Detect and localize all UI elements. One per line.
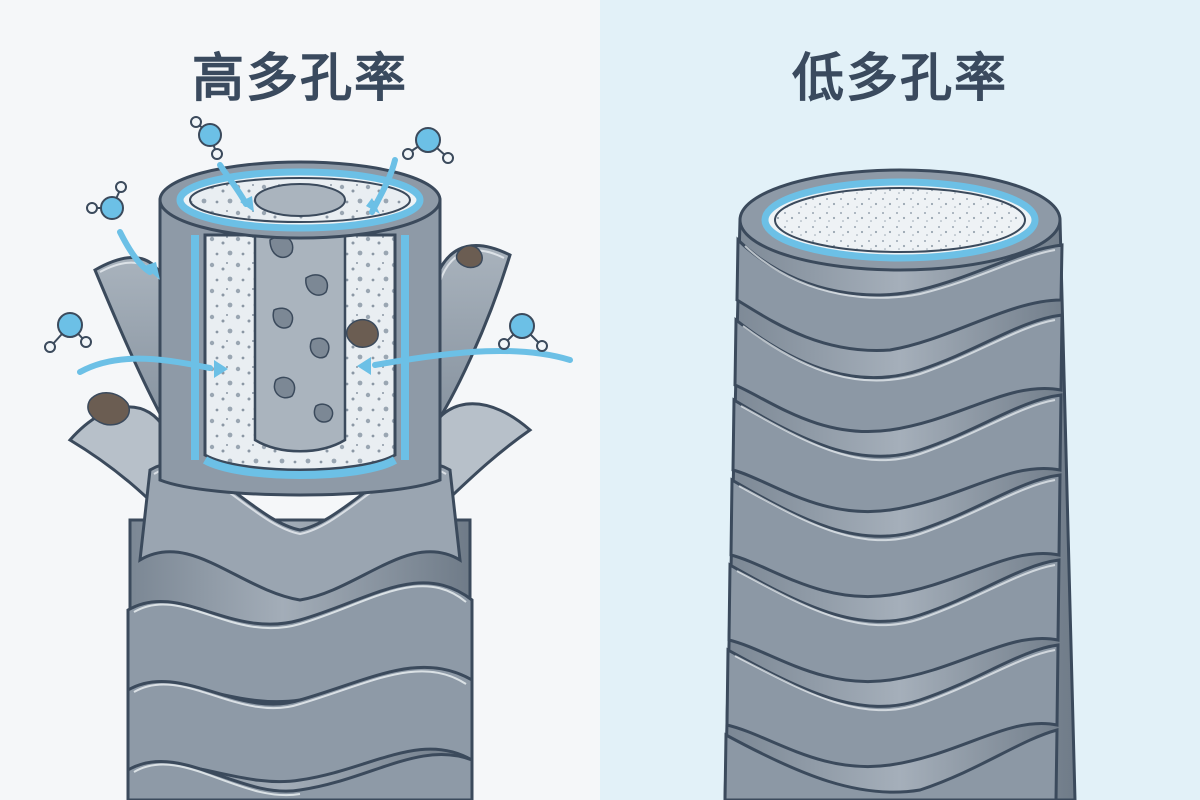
high-porosity-panel: 高多孔率 xyxy=(44,49,573,800)
sealed-cross-section xyxy=(738,168,1062,272)
flat-cuticle-scales xyxy=(723,236,1064,800)
low-porosity-title: 低多孔率 xyxy=(791,49,1008,109)
high-porosity-title: 高多孔率 xyxy=(191,49,408,109)
flow-arrow-icon xyxy=(77,157,573,375)
low-porosity-hair-illustration xyxy=(723,168,1077,800)
high-porosity-hair-illustration xyxy=(44,116,573,800)
low-porosity-panel: 低多孔率 xyxy=(600,0,1200,800)
water-molecule-icon xyxy=(44,116,548,353)
debris-particle-icon xyxy=(87,245,483,426)
cutaway-cortex xyxy=(158,160,442,497)
